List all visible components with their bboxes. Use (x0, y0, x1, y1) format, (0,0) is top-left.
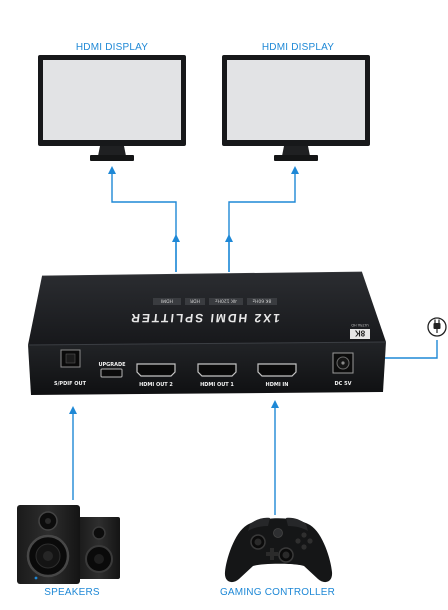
upgrade-port: UPGRADE (98, 362, 126, 378)
gaming-controller-icon (224, 517, 333, 583)
dc-label: DC 5V (335, 381, 352, 387)
badge-sub: ULTRA HD (351, 323, 369, 327)
badge-main: 8K (355, 329, 365, 338)
feature-tag-4: HDMI (161, 298, 173, 304)
hdmi-out-2-label: HDMI OUT 2 (139, 382, 173, 388)
hdmi-out-1-port: HDMI OUT 1 (197, 363, 237, 388)
display-label-left: HDMI DISPLAY (75, 42, 149, 53)
dc-power-port: DC 5V (332, 352, 354, 387)
splitter-feature-tags: 8K 60Hz 4K 120Hz HDR HDMI (153, 298, 277, 305)
spdif-port: S/PDIF OUT (54, 349, 87, 387)
monitor-left (38, 55, 186, 161)
speakers-icon (17, 505, 120, 584)
signal-path-to-left-display (108, 166, 180, 272)
spdif-label: S/PDIF OUT (54, 381, 87, 387)
signal-path-to-right-display (225, 166, 299, 272)
hdmi-out-2-port: HDMI OUT 2 (136, 363, 176, 388)
power-plug-icon (427, 317, 447, 337)
splitter-title: 1X2 HDMI SPLITTER (129, 311, 281, 325)
speakers-label: SPEAKERS (44, 587, 100, 598)
upgrade-label: UPGRADE (98, 362, 126, 368)
feature-tag-3: HDR (190, 298, 200, 304)
power-cable (383, 340, 438, 359)
hdmi-out-1-label: HDMI OUT 1 (200, 382, 234, 388)
splitter-8k-badge: 8K ULTRA HD (350, 323, 370, 339)
splitter-top-print: 1X2 HDMI SPLITTER (129, 311, 281, 325)
hdmi-in-label: HDMI IN (266, 382, 289, 388)
hdmi-in-port: HDMI IN (257, 363, 297, 388)
controller-label: GAMING CONTROLLER (219, 587, 336, 598)
feature-tag-2: 4K 120Hz (215, 298, 237, 304)
display-label-right: HDMI DISPLAY (261, 42, 335, 53)
feature-tag-1: 8K 60Hz (252, 298, 271, 304)
monitor-right (222, 55, 370, 161)
